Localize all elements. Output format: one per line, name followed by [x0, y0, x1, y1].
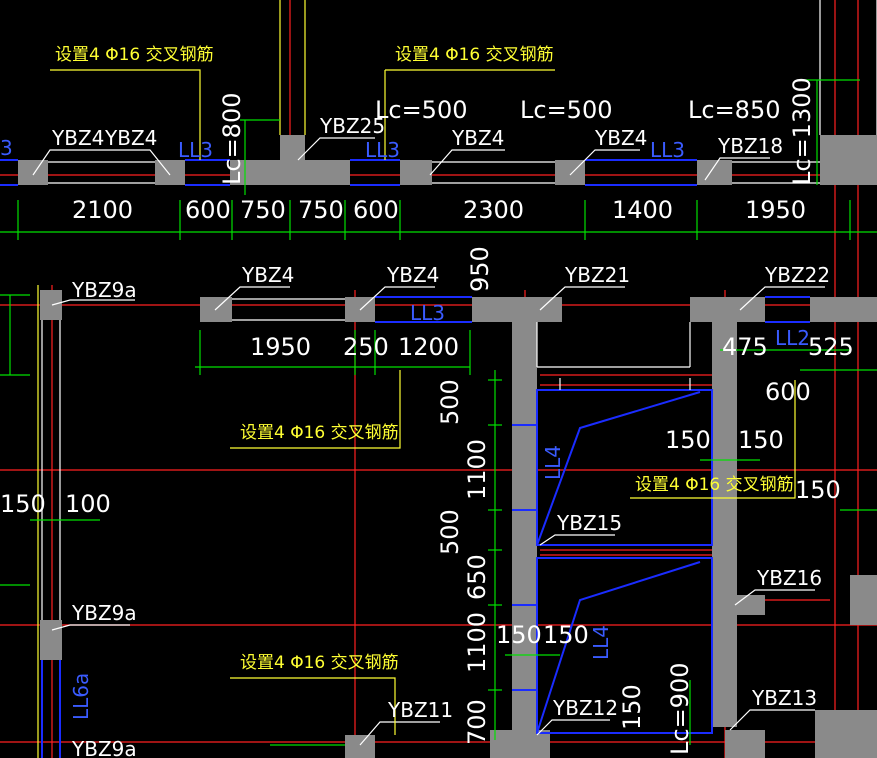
top-row-walls: [0, 0, 877, 186]
label-ybz9a: YBZ9a: [71, 601, 137, 625]
beam-label-ll2: LL2: [775, 326, 810, 350]
dim-text: 650: [463, 554, 491, 600]
misc-dimensions: 150 100 500 1100 500 650 1100 700 150 15…: [0, 379, 841, 745]
label-ybz11: YBZ11: [387, 698, 453, 722]
dim-text: 500: [436, 379, 464, 425]
beam-label-ll3: LL3: [178, 138, 213, 162]
note-cross-rebar: 设置4 Φ16 交叉钢筋: [240, 653, 399, 673]
dim-text: 600: [765, 378, 811, 406]
label-ybz13: YBZ13: [751, 686, 817, 710]
beam-label-ll3: LL3: [365, 138, 400, 162]
dim-text: 150: [618, 684, 646, 730]
dim-text: 700: [463, 699, 491, 745]
dim-text: 1100: [463, 612, 491, 673]
ll4-boxes: [512, 378, 713, 734]
note-cross-rebar: 设置4 Φ16 交叉钢筋: [395, 45, 554, 65]
dim-text: 950: [466, 246, 494, 292]
component-labels: YBZ4 YBZ4 YBZ25 YBZ4 YBZ4 YBZ18 YBZ4 YBZ…: [51, 114, 830, 758]
note-cross-rebar: 设置4 Φ16 交叉钢筋: [55, 45, 214, 65]
dim-text: 1950: [745, 196, 806, 224]
lc-label: Lc=500: [520, 96, 612, 124]
beam-label-edge: 3: [0, 136, 13, 160]
reinforcement-notes: 设置4 Φ16 交叉钢筋 设置4 Φ16 交叉钢筋 设置4 Φ16 交叉钢筋 设…: [55, 45, 794, 673]
dim-text: 150: [0, 490, 46, 518]
dim-text: 150: [795, 476, 841, 504]
dim-text: 150: [543, 621, 589, 649]
lc-label: Lc=800: [218, 93, 246, 185]
label-ybz4: YBZ4: [594, 126, 647, 150]
beam-label-ll4: LL4: [589, 625, 613, 660]
dim-text: 150: [665, 426, 711, 454]
dim-text: 1100: [463, 439, 491, 500]
label-ybz4: YBZ4: [451, 126, 504, 150]
label-ybz25: YBZ25: [319, 114, 385, 138]
beam-label-ll6a: LL6a: [69, 673, 93, 720]
note-cross-rebar: 设置4 Φ16 交叉钢筋: [635, 475, 794, 495]
label-ybz21: YBZ21: [564, 263, 630, 287]
note-cross-rebar: 设置4 Φ16 交叉钢筋: [240, 423, 399, 443]
label-ybz12: YBZ12: [552, 696, 618, 720]
dim-text: 600: [353, 196, 399, 224]
beam-label-ll3: LL3: [410, 301, 445, 325]
dim-text: 2100: [72, 196, 133, 224]
label-ybz4: YBZ4: [241, 263, 294, 287]
dim-text: 2300: [463, 196, 524, 224]
dimension-lines: [0, 79, 877, 746]
dim-text: 750: [240, 196, 286, 224]
dim-text: 500: [436, 509, 464, 555]
dim-text: 475: [722, 333, 768, 361]
lc-label: Lc=1300: [788, 77, 816, 185]
beam-label-ll3: LL3: [650, 138, 685, 162]
dim-text: 600: [185, 196, 231, 224]
label-ybz15: YBZ15: [556, 511, 622, 535]
dim-text: 1950: [250, 333, 311, 361]
lc-label: Lc=500: [375, 96, 467, 124]
dim-text: 150: [496, 621, 542, 649]
leader-lines: [32, 137, 825, 746]
label-ybz9a: YBZ9a: [71, 737, 137, 758]
label-ybz18: YBZ18: [717, 134, 783, 158]
dim-text: 525: [808, 333, 854, 361]
beam-labels: 3 LL3 LL3 LL3 LL3 LL2 LL4 LL4 LL6a: [0, 136, 810, 720]
dim-text: 1400: [612, 196, 673, 224]
label-ybz16: YBZ16: [756, 566, 822, 590]
beam-label-ll4: LL4: [541, 445, 565, 480]
lc-label: Lc=900: [666, 663, 694, 755]
middle-row-walls: [37, 285, 877, 758]
note-leaders: [50, 69, 796, 735]
label-ybz4: YBZ4: [104, 126, 157, 150]
label-ybz9a: YBZ9a: [71, 278, 137, 302]
dim-text: 1200: [398, 333, 459, 361]
dim-text: 100: [65, 490, 111, 518]
lc-labels: Lc=500 Lc=500 Lc=850 Lc=800 Lc=1300 Lc=9…: [218, 77, 816, 755]
lc-label: Lc=850: [688, 96, 780, 124]
dim-text: 250: [343, 333, 389, 361]
label-ybz4: YBZ4: [51, 126, 104, 150]
middle-dimensions: 1950 250 1200 950 475 525 600: [250, 246, 854, 406]
label-ybz22: YBZ22: [764, 263, 830, 287]
dim-text: 150: [738, 426, 784, 454]
dim-text: 750: [298, 196, 344, 224]
top-dimensions: 2100 600 750 750 600 2300 1400 1950: [72, 196, 806, 224]
label-ybz4: YBZ4: [386, 263, 439, 287]
